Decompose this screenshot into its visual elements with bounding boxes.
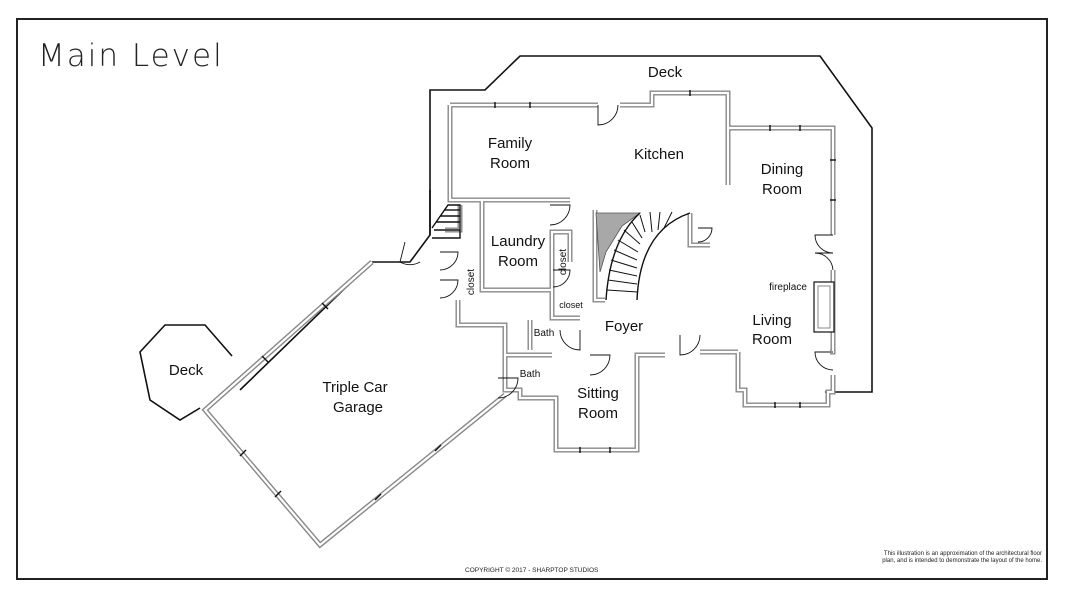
label-fireplace: fireplace [769, 282, 807, 293]
disclaimer-text: This illustration is an approximation of… [882, 551, 1042, 564]
label-bath-lower: Bath [520, 369, 541, 380]
label-garage-1: Triple Car [322, 379, 387, 396]
deck-left-outline [139, 324, 233, 421]
copyright-text: COPYRIGHT © 2017 - SHARPTOP STUDIOS [465, 567, 599, 574]
label-family-room-2: Room [490, 155, 530, 172]
deck-outline [429, 55, 873, 393]
label-dining-room-2: Room [762, 181, 802, 198]
stairs-garage [431, 204, 461, 239]
label-closet-small: closet [559, 300, 583, 310]
label-garage-2: Garage [333, 399, 383, 416]
page-title: Main Level [38, 38, 224, 74]
label-sitting-room-1: Sitting [577, 385, 619, 402]
label-living-room-1: Living [752, 312, 791, 329]
label-bath-upper: Bath [534, 328, 555, 339]
label-living-room-2: Room [752, 331, 792, 348]
door-swings [399, 104, 834, 399]
stairs-spiral [595, 211, 691, 301]
label-kitchen: Kitchen [634, 146, 684, 163]
label-laundry-room-2: Room [498, 253, 538, 270]
label-sitting-room-2: Room [578, 405, 618, 422]
label-laundry-room-1: Laundry [491, 233, 546, 250]
border-frame [16, 18, 1048, 580]
deck-outline-ramp [239, 190, 431, 391]
label-family-room-1: Family [488, 135, 533, 152]
label-deck-top: Deck [648, 64, 683, 81]
window-marks [239, 90, 836, 501]
fireplace-box [813, 281, 835, 333]
label-deck-left: Deck [169, 362, 204, 379]
fireplace-hearth [817, 285, 831, 329]
label-foyer: Foyer [605, 318, 643, 335]
label-closet-vertical: closet [558, 249, 569, 275]
label-dining-room-1: Dining [761, 161, 804, 178]
label-closet-left: closet [466, 269, 477, 295]
